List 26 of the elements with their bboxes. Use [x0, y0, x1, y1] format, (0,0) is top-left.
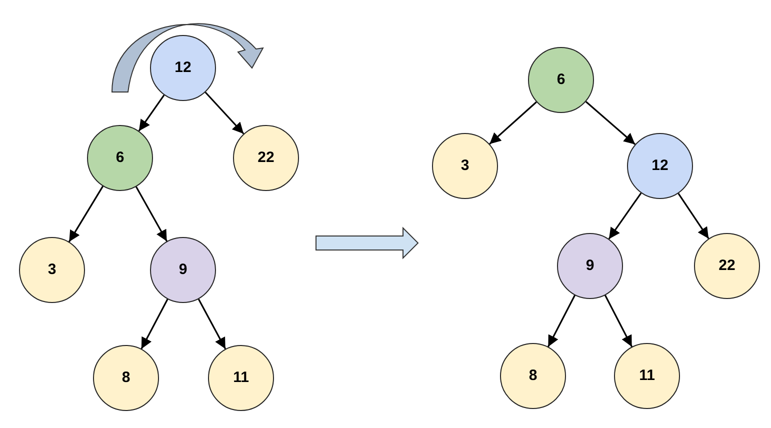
node-value: 3: [48, 260, 56, 280]
arrow: [547, 294, 576, 348]
arrow: [608, 192, 642, 240]
arrow: [68, 186, 104, 242]
node-value: 11: [639, 366, 655, 386]
node-value: 12: [652, 156, 668, 176]
arrow: [604, 294, 633, 348]
node-value: 9: [586, 256, 594, 276]
arrow: [489, 101, 537, 145]
arrow: [198, 298, 226, 350]
arrow: [135, 186, 168, 242]
node-value: 11: [233, 368, 249, 388]
node-value: 6: [116, 148, 124, 168]
arrow: [140, 298, 168, 350]
node-value: 8: [528, 366, 538, 386]
node-value: 3: [460, 156, 470, 176]
node-value: 22: [258, 148, 274, 168]
arrow: [678, 192, 710, 240]
arrow: [204, 92, 244, 134]
node-value: 12: [174, 58, 192, 78]
arrow: [585, 101, 636, 145]
node-value: 9: [178, 260, 188, 280]
node-value: 6: [556, 70, 566, 90]
arrow: [138, 94, 165, 132]
node-value: 8: [122, 368, 130, 388]
node-value: 22: [718, 256, 736, 276]
